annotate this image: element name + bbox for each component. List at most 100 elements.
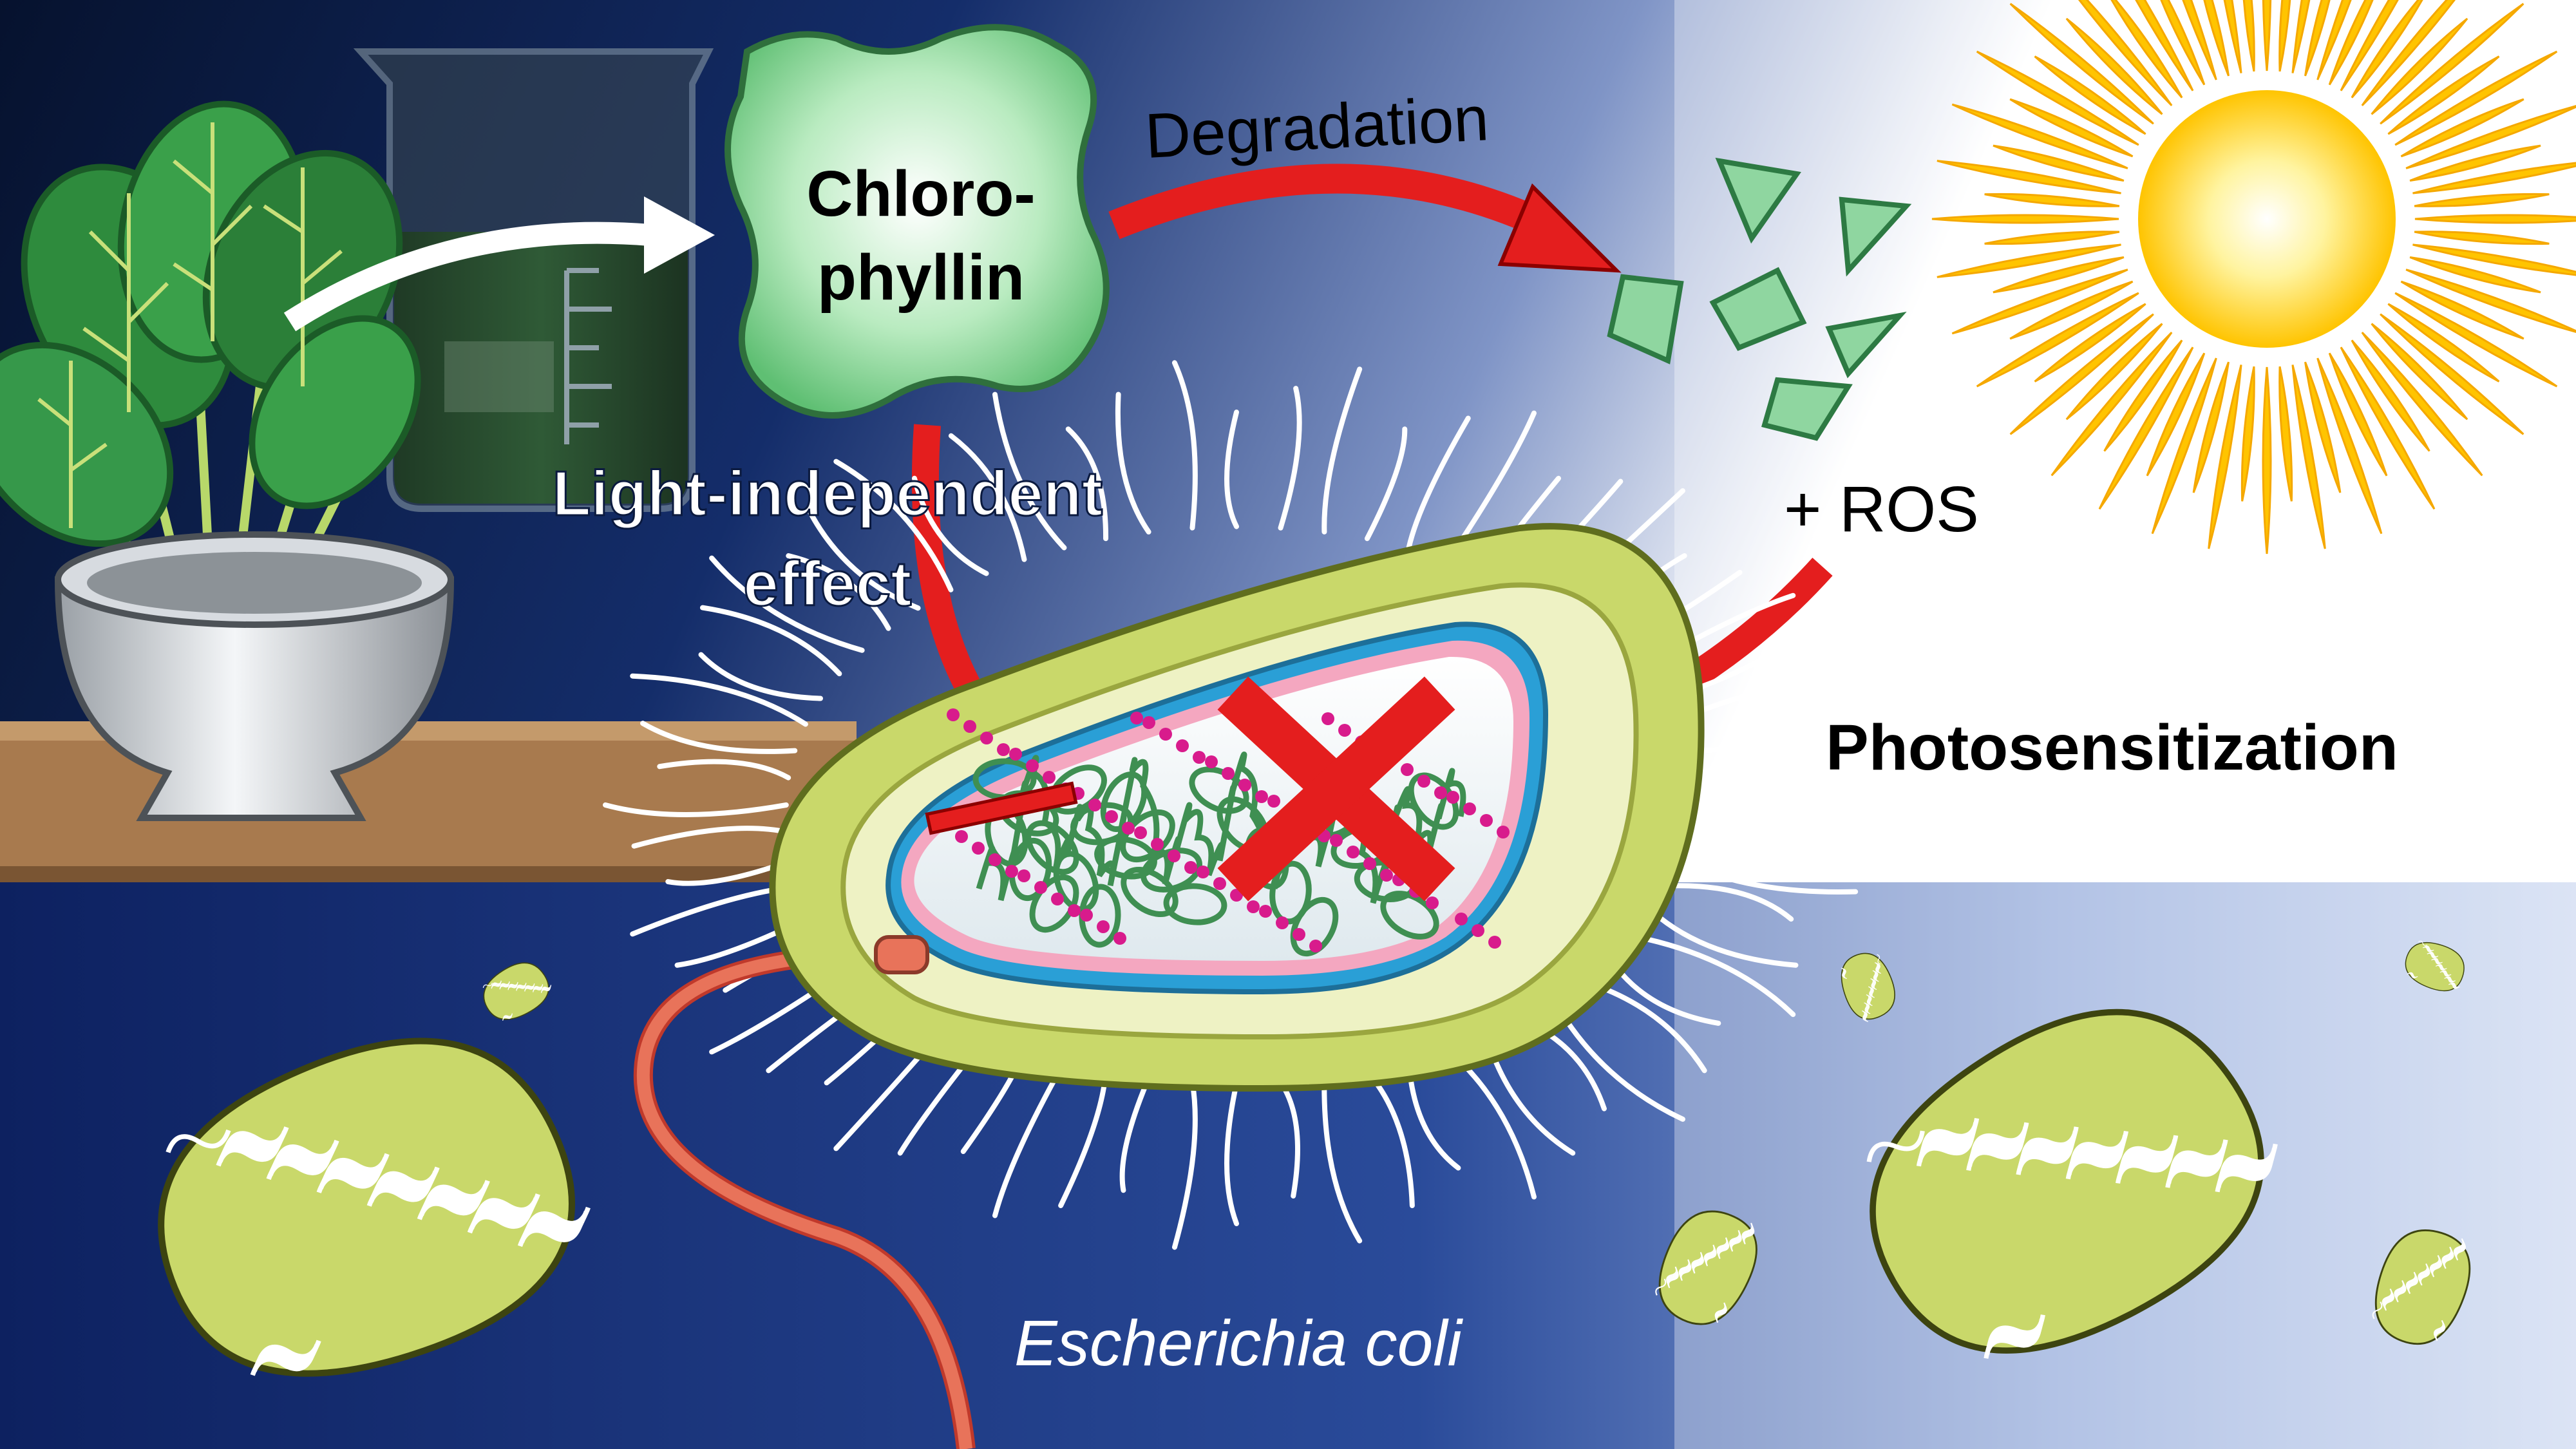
- sun-ray: [2304, 0, 2331, 77]
- sun-ray: [2151, 357, 2217, 535]
- bacterium-pilus: [2446, 976, 2456, 982]
- pilus: [992, 392, 1067, 551]
- dna-loop: [1121, 866, 1179, 918]
- pilus: [1321, 366, 1363, 535]
- sun-ray: [2400, 98, 2524, 158]
- ribosome: [1259, 905, 1272, 918]
- ribosome: [1267, 795, 1280, 808]
- pilus: [698, 652, 824, 701]
- pilus: [786, 553, 891, 631]
- sun-ray: [2351, 0, 2423, 99]
- pilus: [1649, 909, 1799, 968]
- sun-ray: [1937, 160, 2121, 194]
- pilus: [603, 802, 789, 817]
- sun-ray: [2409, 144, 2541, 182]
- ribosome: [980, 732, 993, 744]
- bacterium-pilus: [2429, 952, 2439, 958]
- sun-ray: [2050, 332, 2173, 477]
- red-x-icon: [1217, 676, 1455, 902]
- pilus: [833, 459, 954, 592]
- chlorophyllin-label-line1: Chloro-: [806, 158, 1035, 230]
- ribosome: [1176, 739, 1189, 752]
- sun-ray: [2291, 0, 2311, 73]
- sun-ray: [2371, 323, 2468, 421]
- sun-ray: [2135, 0, 2194, 91]
- pilus: [630, 673, 808, 727]
- bacterium-pilus: [1873, 979, 1877, 990]
- ribosome: [1426, 896, 1439, 909]
- bacterium-pilus: [1987, 1314, 2045, 1347]
- dna-loop: [1290, 896, 1339, 957]
- bacterium-pilus: [2394, 1280, 2405, 1298]
- bacterium-pilus: [1877, 963, 1881, 974]
- bacterium-pilus: [2442, 970, 2452, 976]
- sun-ray: [2304, 361, 2342, 493]
- sun-ray: [2328, 0, 2374, 86]
- bacterium-pilus: [2433, 958, 2443, 963]
- sun-ray: [1951, 269, 2128, 335]
- sun-ray: [1976, 50, 2139, 146]
- pilus: [631, 826, 791, 849]
- ribosome: [1247, 900, 1260, 913]
- pilus: [1115, 392, 1151, 535]
- sun-ray: [1984, 193, 2120, 207]
- sun-ray: [2262, 366, 2272, 554]
- sun-ray: [2009, 98, 2134, 158]
- bacterium-pilus: [1691, 1251, 1703, 1269]
- ribosome: [1463, 802, 1476, 815]
- bacterium-pilus: [2453, 1238, 2464, 1256]
- pilus: [1675, 857, 1859, 895]
- ribosome: [1193, 751, 1206, 764]
- sun-ray: [1993, 256, 2125, 294]
- sun-ray: [2078, 0, 2173, 106]
- pilus: [699, 605, 842, 677]
- pilus: [992, 1059, 1067, 1218]
- ribosome: [1338, 724, 1351, 737]
- small-bacterium: [158, 1037, 591, 1377]
- sun-ray: [2328, 352, 2388, 477]
- bacterium-pilus: [324, 1153, 390, 1177]
- pilus: [1364, 426, 1408, 542]
- bacterium-pilus: [2418, 940, 2428, 946]
- dna-loop: [1094, 836, 1157, 880]
- pilus: [640, 721, 798, 754]
- bacterium-pilus: [508, 981, 518, 988]
- bacterium-pilus: [1877, 954, 1881, 965]
- bacterium-pilus: [2450, 982, 2460, 988]
- sun-ray: [2098, 346, 2194, 510]
- ribosome: [1088, 799, 1101, 811]
- sun-ray: [2103, 339, 2183, 452]
- sun-ray: [1993, 144, 2125, 182]
- sun-ray: [2316, 357, 2383, 535]
- ribosome: [1097, 920, 1110, 933]
- pilus: [657, 759, 791, 781]
- sun-ray: [1951, 103, 2128, 169]
- bacterium-pilus: [256, 1340, 321, 1364]
- degradation-fragments: [1607, 157, 1912, 441]
- dna-loop: [1100, 772, 1148, 832]
- small-bacterium: [1841, 952, 1895, 1023]
- bacterium-pilus: [2405, 1271, 2416, 1290]
- pilus: [911, 475, 989, 576]
- ribosome: [1130, 712, 1143, 724]
- sun-ray: [2192, 361, 2230, 493]
- sun-ray: [2065, 17, 2163, 115]
- membrane-damage-marker: [925, 781, 1078, 835]
- sun-ray: [2414, 214, 2576, 224]
- bacterium-pilus: [2425, 945, 2434, 951]
- pilus: [1224, 410, 1239, 529]
- ribosome: [1205, 755, 1218, 768]
- sun-ray: [2414, 231, 2550, 245]
- sun-ray: [1976, 292, 2139, 388]
- ribosome: [947, 708, 960, 721]
- small-bacterium: [1866, 1009, 2278, 1359]
- small-bacterium: [1655, 1210, 1757, 1325]
- ribosome: [1213, 877, 1226, 890]
- ribosome: [997, 743, 1010, 756]
- bacterium-body: [1870, 1009, 2264, 1354]
- sun-ray: [2065, 323, 2163, 421]
- bacterium-pilus: [1703, 1244, 1715, 1262]
- ribosome: [1134, 826, 1147, 839]
- pilus: [1631, 933, 1796, 1018]
- ribosome: [955, 830, 968, 843]
